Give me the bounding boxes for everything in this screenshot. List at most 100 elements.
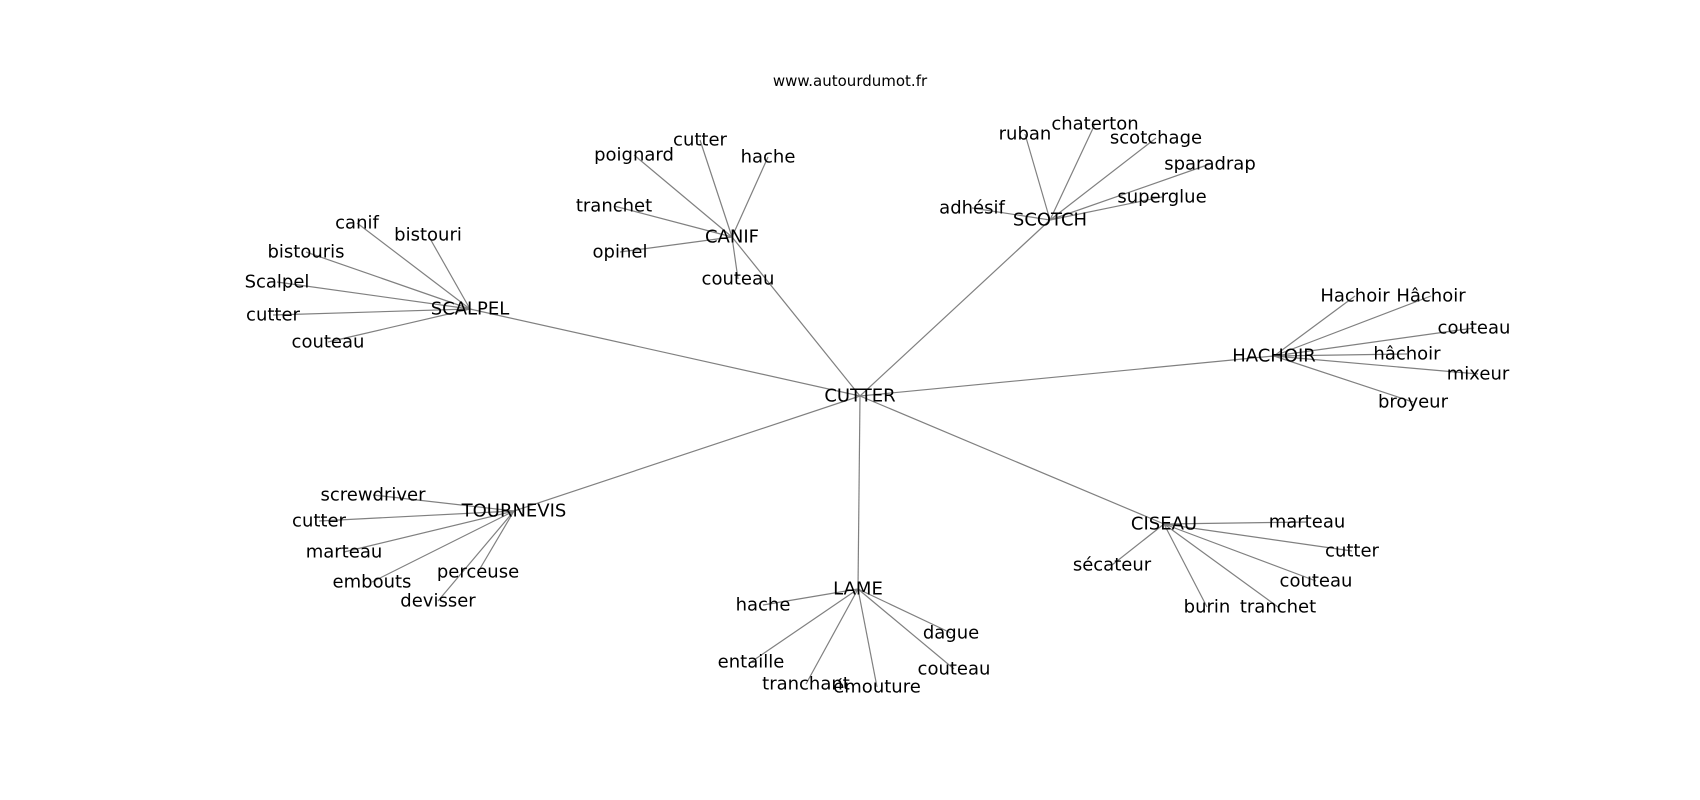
edge-hachoir-leaf [1273, 327, 1475, 357]
leaf-node-label: dague [923, 623, 979, 644]
hub-node-label: LAME [833, 579, 883, 600]
edge-scalpel-leaf [276, 281, 471, 310]
edges-layer [272, 123, 1479, 688]
edge-center-scotch [859, 219, 1051, 397]
edge-center-lame [857, 395, 861, 590]
hub-node-label: SCOTCH [1013, 210, 1087, 231]
leaf-node-label: couteau [702, 269, 775, 290]
edge-center-canif [731, 236, 861, 397]
edge-tournevis-leaf [318, 510, 515, 522]
edge-hachoir-leaf [1273, 355, 1414, 403]
site-url: www.autourdumot.fr [772, 72, 928, 90]
edge-lame-leaf [805, 588, 859, 685]
edge-ciseau-leaf [1163, 521, 1308, 525]
leaf-node-label: sécateur [1073, 555, 1152, 576]
edge-tournevis-leaf [371, 510, 515, 583]
edge-canif-leaf [633, 154, 733, 238]
leaf-node-label: couteau [1280, 571, 1353, 592]
edge-scalpel-leaf [356, 222, 471, 310]
hub-node-label: TOURNEVIS [461, 501, 567, 522]
edge-hachoir-leaf [1273, 353, 1408, 357]
leaf-node-label: opinel [593, 242, 648, 263]
edge-ciseau-leaf [1163, 523, 1353, 552]
edge-ciseau-leaf [1111, 523, 1165, 566]
leaf-node-label: marteau [1269, 512, 1346, 533]
edge-scotch-leaf [1049, 123, 1096, 221]
edge-center-scalpel [469, 308, 861, 397]
leaf-node-label: canif [335, 213, 379, 234]
edge-canif-leaf [613, 205, 733, 238]
leaf-node-label: burin [1184, 597, 1231, 618]
edge-scotch-leaf [1049, 196, 1163, 221]
edge-scotch-leaf [1024, 133, 1051, 221]
edge-scotch-leaf [971, 207, 1051, 221]
edge-tournevis-leaf [372, 494, 515, 512]
hub-node-label: SCALPEL [431, 299, 510, 320]
leaf-node-label: poignard [594, 145, 674, 166]
edge-scalpel-leaf [305, 251, 471, 310]
leaf-node-label: ruban [999, 124, 1052, 145]
leaf-node-label: couteau [1438, 318, 1511, 339]
leaf-node-label: émouture [833, 677, 921, 698]
edge-center-ciseau [859, 395, 1165, 525]
edge-canif-leaf [731, 236, 739, 280]
leaf-node-label: cutter [246, 305, 300, 326]
leaf-node-label: couteau [292, 332, 365, 353]
leaf-node-label: scotchage [1110, 128, 1202, 149]
edge-hachoir-leaf [1273, 355, 1479, 375]
edge-lame-leaf [857, 588, 952, 634]
labels-layer: CUTTER SCALPEL canif bistouri bistourisScalp… [245, 114, 1511, 698]
edge-center-tournevis [513, 395, 861, 512]
edge-lame-leaf [762, 588, 859, 606]
leaf-node-label: devisser [400, 591, 476, 612]
edge-canif-leaf [619, 236, 733, 253]
leaf-node-label: broyeur [1378, 392, 1449, 413]
hub-node-label: CANIF [705, 227, 759, 248]
leaf-node-label: Hâchoir [1396, 286, 1466, 307]
leaf-node-label: sparadrap [1164, 154, 1256, 175]
leaf-node-label: hache [736, 595, 791, 616]
leaf-node-label: cutter [1325, 541, 1379, 562]
hub-node-label: CISEAU [1131, 514, 1197, 535]
edge-ciseau-leaf [1163, 523, 1208, 608]
edge-lame-leaf [750, 588, 859, 663]
edge-tournevis-leaf [437, 510, 515, 602]
edge-hachoir-leaf [1273, 295, 1432, 357]
edge-canif-leaf [699, 139, 733, 238]
edge-tournevis-leaf [477, 510, 515, 573]
edge-lame-leaf [857, 588, 878, 688]
leaf-node-label: hache [741, 147, 796, 168]
edge-scalpel-leaf [327, 308, 471, 343]
leaf-node-label: couteau [918, 659, 991, 680]
edge-lame-leaf [857, 588, 955, 670]
edge-scotch-leaf [1049, 137, 1157, 221]
edge-center-hachoir [859, 355, 1275, 397]
leaf-node-label: tranchant [762, 674, 850, 695]
edge-scotch-leaf [1049, 163, 1211, 221]
center-node-label: CUTTER [824, 386, 895, 407]
leaf-node-label: screwdriver [320, 485, 426, 506]
leaf-node-label: entaille [718, 652, 785, 673]
edge-canif-leaf [731, 156, 769, 238]
edge-tournevis-leaf [343, 510, 515, 553]
edge-hachoir-leaf [1273, 295, 1356, 357]
leaf-node-label: Hachoir [1320, 286, 1390, 307]
leaf-node-label: bistouri [394, 225, 462, 246]
edge-ciseau-leaf [1163, 523, 1317, 582]
edge-scalpel-leaf [427, 234, 471, 310]
leaf-node-label: tranchet [576, 196, 652, 217]
leaf-node-label: cutter [292, 511, 346, 532]
leaf-node-label: adhésif [939, 198, 1005, 219]
leaf-node-label: embouts [333, 572, 412, 593]
edge-ciseau-leaf [1163, 523, 1279, 608]
leaf-node-label: marteau [306, 542, 383, 563]
leaf-node-label: bistouris [267, 242, 344, 263]
leaf-node-label: Scalpel [245, 272, 310, 293]
edge-scalpel-leaf [272, 308, 471, 316]
leaf-node-label: chaterton [1051, 114, 1138, 135]
leaf-node-label: hâchoir [1373, 344, 1441, 365]
leaf-node-label: superglue [1117, 187, 1206, 208]
leaf-node-label: tranchet [1240, 597, 1316, 618]
hub-node-label: HACHOIR [1232, 346, 1316, 367]
